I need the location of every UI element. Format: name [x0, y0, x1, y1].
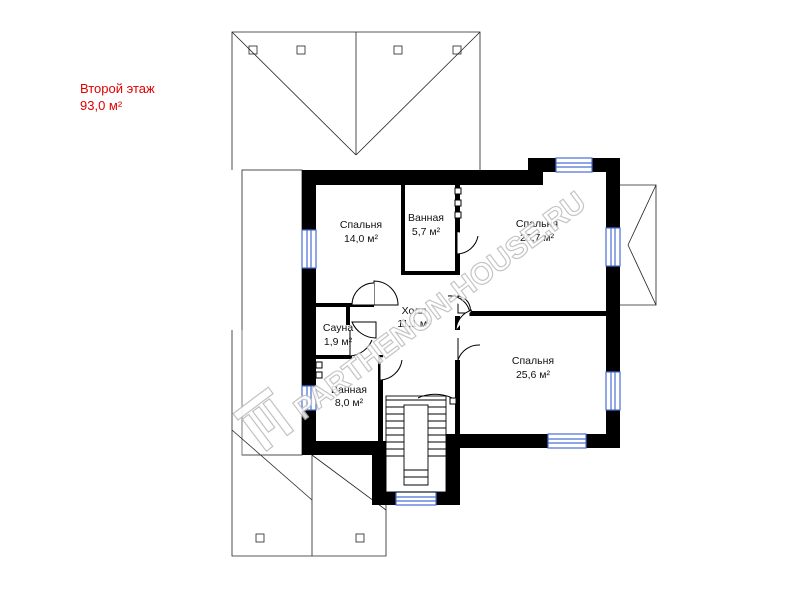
wall-bath-n-left: [401, 185, 405, 273]
door-bath-w: [379, 357, 403, 381]
room-name-bathroom-n: Ванная: [408, 212, 444, 224]
wall-bed-se-left: [455, 360, 460, 436]
wall-bed-nw-bottom: [316, 303, 374, 307]
roof-vent: [255, 533, 265, 543]
door-bed-nw: [373, 280, 399, 306]
window-stair: [395, 491, 437, 506]
window-bed-se-right: [605, 371, 621, 411]
window-bed-nw: [301, 229, 317, 269]
roof-bottom-outline: [231, 330, 387, 557]
room-name-hall: Холл: [402, 305, 427, 317]
floor-name: Второй этаж: [80, 81, 155, 96]
room-name-sauna: Сауна: [323, 322, 353, 334]
room-name-bedroom-ne: Спальня: [516, 218, 558, 230]
stair-center: [403, 404, 429, 486]
wall-sauna-right: [346, 307, 350, 325]
window-bed-ne: [605, 227, 621, 267]
staircase: [385, 395, 447, 493]
wall-sauna-bottom: [316, 355, 352, 359]
roof-vents: [248, 45, 462, 543]
roof-vent: [355, 533, 365, 543]
fixture: [449, 397, 457, 405]
room-area-bathroom-n: 5,7 м²: [412, 226, 441, 238]
watermark-pi-icon: [232, 386, 295, 453]
roof-vent: [248, 45, 258, 55]
roof-vent: [393, 45, 403, 55]
door-hall-right: [455, 309, 473, 331]
stair-well: [385, 395, 447, 493]
wall-bed-ne-bottom: [470, 311, 606, 316]
door-bed-se: [457, 338, 481, 361]
fixture: [454, 199, 462, 207]
room-name-bedroom-nw: Спальня: [340, 219, 382, 231]
floor-title: Второй этаж 93,0 м²: [80, 80, 155, 114]
door-hall-left: [351, 321, 377, 339]
room-area-hall: 11,1 м²: [397, 318, 431, 330]
room-name-bedroom-se: Спальня: [512, 355, 554, 367]
fixture: [454, 187, 462, 195]
wall-bath-n-bottom: [401, 271, 460, 275]
doors: [349, 232, 481, 399]
wall-bath-n-right: [455, 185, 460, 273]
roof-top-hip-left: [231, 31, 357, 156]
fixture: [315, 361, 323, 369]
window-bath-w: [301, 385, 317, 411]
fixture: [454, 211, 462, 219]
wall-bath-w-right: [378, 355, 383, 443]
door-bath-n: [456, 232, 479, 255]
room-area-bedroom-se: 25,6 м²: [516, 369, 551, 381]
room-name-bathroom-w: Ванная: [331, 384, 367, 396]
door-sauna: [349, 330, 373, 357]
roof-bottom-hip: [231, 429, 313, 501]
roof-right-hip-bottom: [627, 244, 657, 306]
wall-bottom-left: [302, 441, 386, 455]
room-area-bedroom-ne: 26,7 м²: [520, 232, 555, 244]
windows: [301, 157, 621, 506]
wall-top-left: [302, 170, 543, 185]
roof-vent: [296, 45, 306, 55]
wall-stair-right: [446, 434, 460, 505]
room-labels: Спальня 14,0 м² Ванная 5,7 м² Спальня 26…: [323, 212, 558, 409]
door-bed-nw-2: [351, 282, 375, 306]
room-area-sauna: 1,9 м²: [324, 336, 353, 348]
window-top: [555, 157, 593, 173]
door-bed-ne-2: [447, 295, 471, 317]
fixture: [315, 371, 323, 379]
roof-right-outline: [620, 184, 657, 306]
window-bed-se-bottom: [547, 433, 587, 449]
fixtures: [315, 187, 462, 405]
roof-vent: [452, 45, 462, 55]
room-area-bathroom-w: 8,0 м²: [335, 397, 364, 409]
room-area-bedroom-nw: 14,0 м²: [344, 233, 379, 245]
roof-top-hip-right: [355, 31, 481, 156]
wall-stair-left: [372, 441, 386, 505]
wall-bottom-right: [458, 434, 620, 448]
roof-right-hip-top: [627, 184, 657, 246]
floor-area: 93,0 м²: [80, 98, 123, 113]
